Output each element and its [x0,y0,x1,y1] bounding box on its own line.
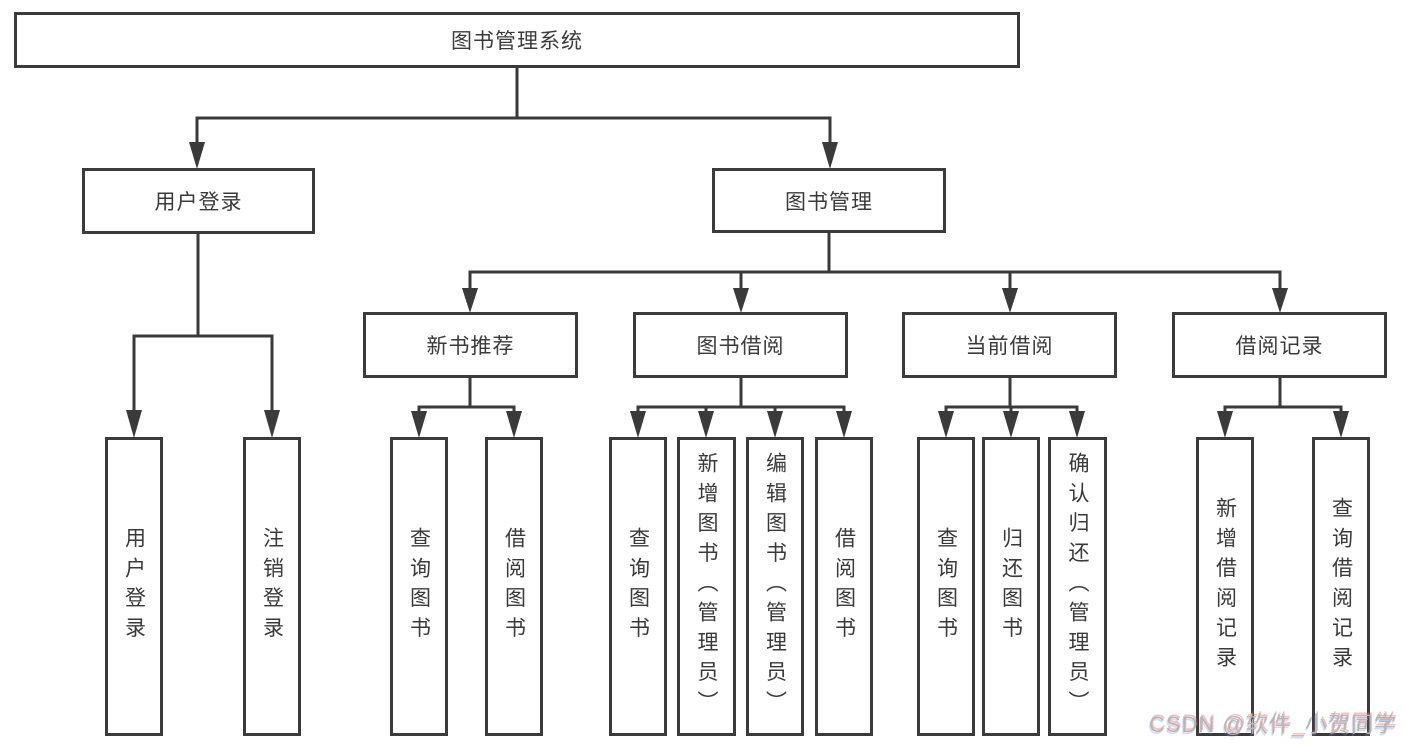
node-current-borrow-label: 当前借阅 [965,335,1054,358]
leaf-borrow-query: 查询图书 [609,437,667,736]
csdn-watermark: CSDN @软件_小贺同学 [1148,712,1397,737]
node-new-book-recommend: 新书推荐 [363,312,578,378]
leaf-borrow-borrow: 借阅图书 [815,437,873,736]
connector-book-borrow-split [630,378,852,438]
leaf-borrow-edit-admin: 编辑图书（管理员） [746,437,804,736]
connector-root-split [189,68,838,169]
node-borrow-records: 借阅记录 [1172,312,1387,378]
leaf-current-return: 归还图书 [982,437,1040,736]
leaf-current-query: 查询图书 [917,437,975,736]
node-root-label: 图书管理系统 [451,30,583,53]
leaf-records-add: 新增借阅记录 [1196,437,1254,736]
node-new-book-recommend-label: 新书推荐 [426,335,515,358]
connector-new-book-split [411,378,522,438]
node-current-borrow: 当前借阅 [902,312,1117,378]
connector-current-borrow-split [938,378,1085,438]
leaf-current-confirm-admin-label: 确认归还（管理员） [1066,452,1089,721]
leaf-records-query: 查询借阅记录 [1312,437,1370,736]
leaf-logout: 注销登录 [243,437,301,736]
leaf-borrow-query-label: 查询图书 [626,526,650,647]
leaf-records-query-label: 查询借阅记录 [1329,497,1353,676]
leaf-borrow-borrow-label: 借阅图书 [832,526,856,647]
leaf-current-confirm-admin: 确认归还（管理员） [1048,437,1107,736]
leaf-newbook-query: 查询图书 [390,437,448,736]
leaf-borrow-add-admin-label: 新增图书（管理员） [695,452,718,721]
leaf-records-add-label: 新增借阅记录 [1213,497,1237,676]
leaf-current-query-label: 查询图书 [934,526,958,647]
node-book-borrow: 图书借阅 [633,312,848,378]
connector-user-login-split [126,234,280,438]
leaf-newbook-borrow: 借阅图书 [485,437,543,736]
node-borrow-records-label: 借阅记录 [1235,335,1324,358]
leaf-user-login: 用户登录 [105,437,163,736]
node-user-login-label: 用户登录 [154,191,243,214]
node-book-management: 图书管理 [712,168,946,233]
leaf-current-return-label: 归还图书 [999,526,1023,647]
node-root: 图书管理系统 [14,12,1020,68]
node-book-borrow-label: 图书借阅 [696,335,785,358]
connector-book-management-split [462,233,1288,313]
node-user-login: 用户登录 [82,168,315,234]
leaf-borrow-add-admin: 新增图书（管理员） [677,437,736,736]
connector-borrow-records-split [1217,378,1349,438]
leaf-borrow-edit-admin-label: 编辑图书（管理员） [763,452,787,721]
leaf-newbook-query-label: 查询图书 [407,526,431,647]
node-book-management-label: 图书管理 [785,190,873,214]
leaf-newbook-borrow-label: 借阅图书 [502,526,526,647]
leaf-user-login-label: 用户登录 [122,526,146,647]
leaf-logout-label: 注销登录 [260,526,284,647]
